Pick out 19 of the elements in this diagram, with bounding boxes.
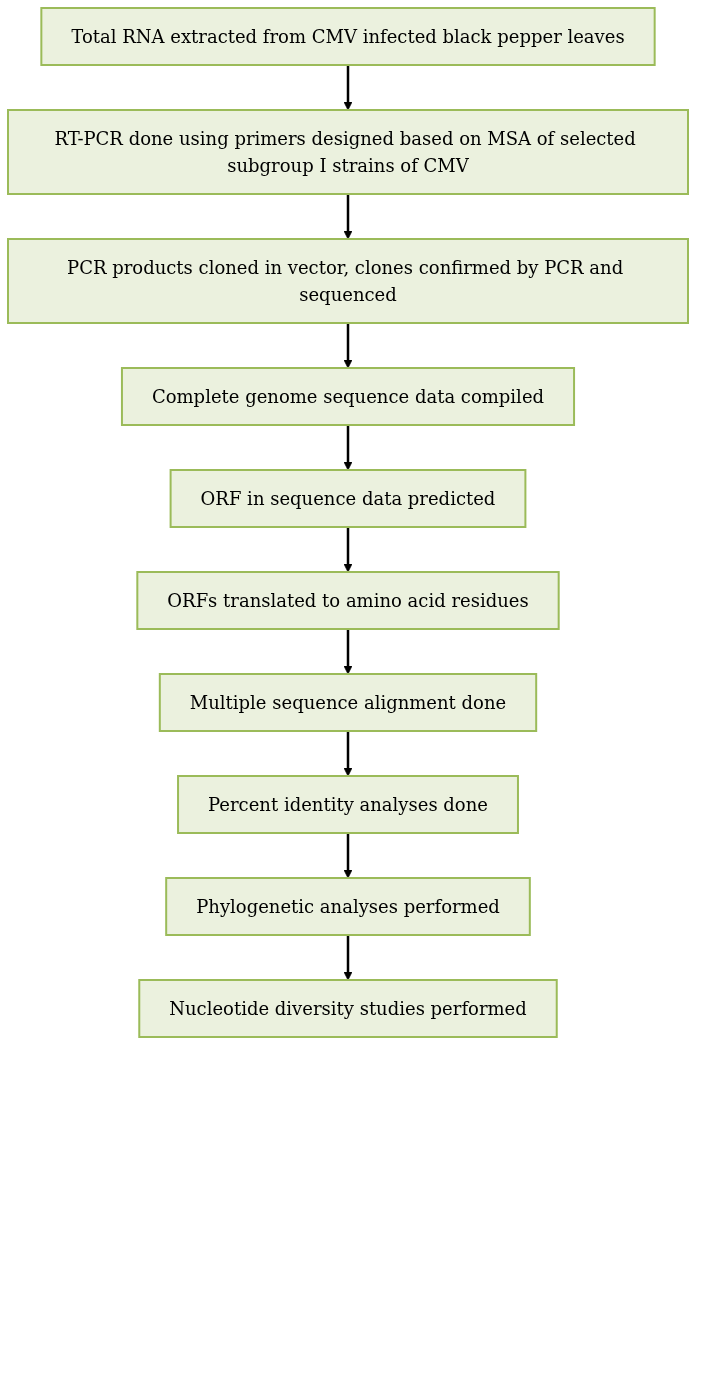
node-box: ORF in sequence data predicted — [169, 469, 527, 528]
node-box: Percent identity analyses done — [177, 775, 519, 834]
arrow — [343, 194, 353, 240]
node-box: RT-PCR done using primers designed based on MSA of selected subgroup I strains of CMV — [7, 109, 689, 195]
arrow — [343, 65, 353, 111]
arrow — [343, 323, 353, 369]
node-box: ORFs translated to amino acid residues — [136, 571, 560, 630]
node-box: Total RNA extracted from CMV infected black pepper leaves — [40, 7, 656, 66]
arrow — [343, 935, 353, 981]
arrow — [343, 527, 353, 573]
arrow — [343, 731, 353, 777]
node-box: Phylogenetic analyses performed — [165, 877, 531, 936]
arrow — [343, 629, 353, 675]
arrow — [343, 833, 353, 879]
arrow — [343, 425, 353, 471]
node-box: Nucleotide diversity studies performed — [138, 979, 558, 1038]
node-box: Complete genome sequence data compiled — [120, 367, 576, 426]
node-box: PCR products cloned in vector, clones confirmed by PCR and sequenced — [7, 238, 689, 324]
node-box: Multiple sequence alignment done — [158, 673, 538, 732]
